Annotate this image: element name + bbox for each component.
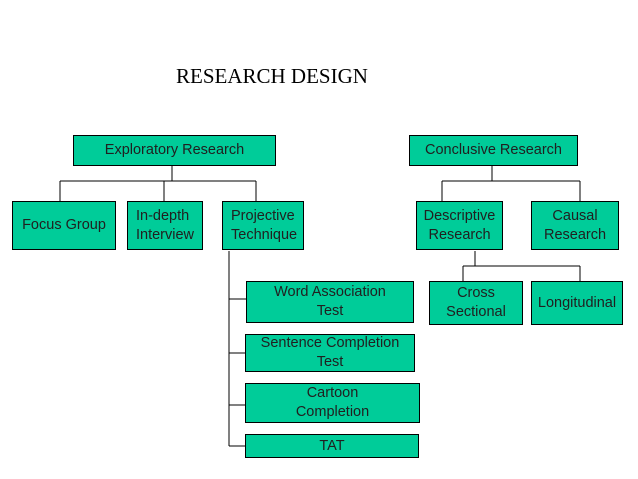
node-label-line-2: Research [543,226,607,243]
node-cartoon-completion: Cartoon Completion [245,383,420,423]
node-conclusive-research: Conclusive Research [409,135,578,166]
node-tat: TAT [245,434,419,458]
node-label-line-2: Sectional [446,304,506,320]
node-label-line-1: In-depth [136,207,190,224]
node-label-line-2: Test [316,303,344,319]
node-label-line-2: Test [316,354,344,370]
node-label-line-1: Sentence Completion [260,335,400,351]
node-label: Longitudinal [537,294,617,311]
node-sentence-completion-test: Sentence Completion Test [245,334,415,372]
node-exploratory-research: Exploratory Research [73,135,276,166]
node-label: Exploratory Research [104,142,245,158]
node-cross-sectional: Cross Sectional [429,281,523,325]
node-label-line-2: Completion [295,404,370,420]
node-label: Conclusive Research [424,142,562,158]
node-projective-technique: Projective Technique [222,201,304,250]
node-focus-group: Focus Group [12,201,116,250]
node-label-line-1: Cartoon [306,385,359,401]
node-longitudinal: Longitudinal [531,281,623,325]
node-word-association-test: Word Association Test [246,281,414,323]
node-label-line-2: Technique [231,226,298,243]
node-label: TAT [319,437,345,454]
node-label-line-1: Word Association [274,284,386,300]
node-label-line-1: Causal [552,207,598,224]
node-label: Focus Group [22,217,106,233]
node-descriptive-research: Descriptive Research [416,201,503,250]
node-label-line-1: Projective [231,207,295,224]
diagram-title: RESEARCH DESIGN [176,64,368,88]
node-label-line-1: Descriptive [423,207,496,224]
node-label-line-2: Research [428,226,491,243]
node-label-line-1: Cross [457,285,495,301]
node-causal-research: Causal Research [531,201,619,250]
node-label-line-2: Interview [136,226,195,243]
node-in-depth-interview: In-depth Interview [127,201,203,250]
